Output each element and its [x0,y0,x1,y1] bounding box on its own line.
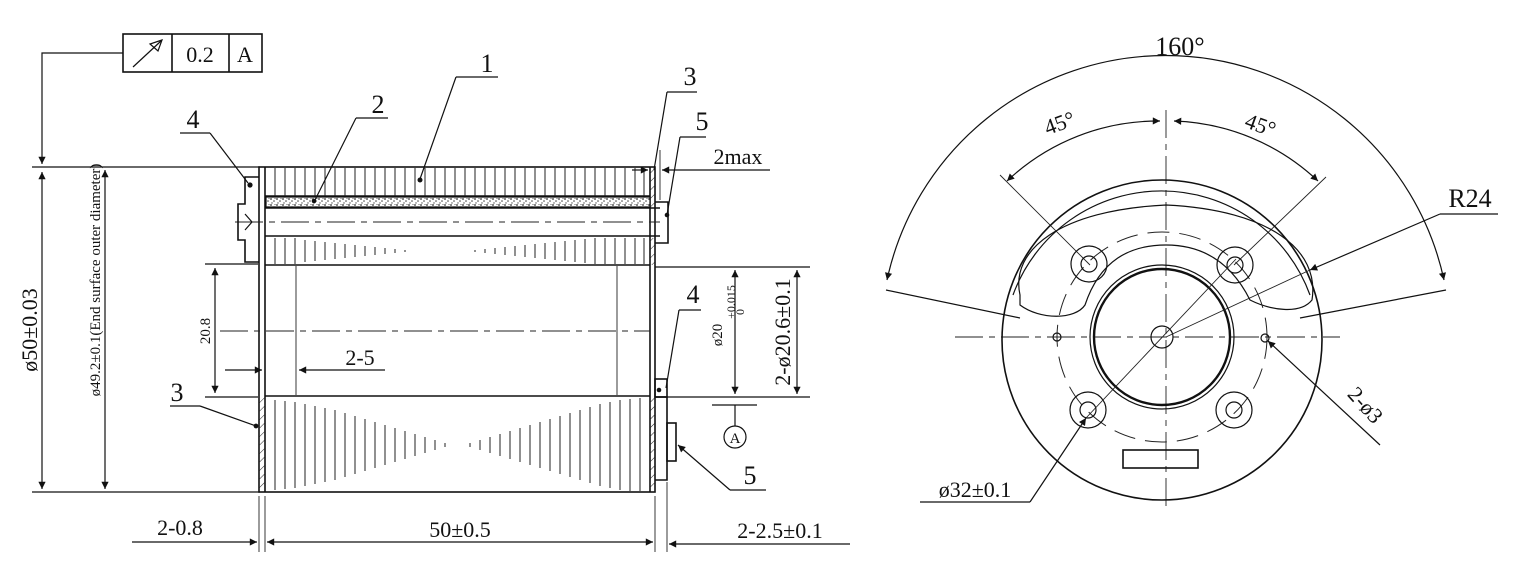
side-section-view: 0.2 A ø50±0.03 ø49.2±0.1(End surface out… [17,33,850,552]
part-label-5-bottom: 5 [744,461,757,490]
datum-a-symbol: A [712,404,757,449]
dim-end-surface-diameter: ø49.2±0.1 [88,336,104,397]
adhesive-layer [265,196,651,208]
part-label-4-top: 4 [187,105,200,134]
dim-left-angle: 45° [1041,106,1079,140]
svg-text:ø49.2±0.1(End surface outer di: ø49.2±0.1(End surface outer diameter) [88,164,104,397]
part-label-4-bottom: 4 [687,280,700,309]
dim-right-angle: 45° [1242,108,1280,142]
dim-bore-height: 20.8 [198,318,214,344]
bottom-dimensions: 2-0.8 50±0.5 2-2.5±0.1 [132,482,850,552]
part-label-1: 1 [481,49,494,78]
dim-outer-diameter: ø50±0.03 [17,288,42,372]
dim-sweep-angle: 160° [1155,32,1204,61]
part-label-3-top: 3 [684,62,697,91]
runout-tolerance-frame: 0.2 A [38,33,263,164]
dim-inset: 2-5 [345,345,374,370]
svg-text:ø20: ø20 [710,324,726,347]
dim-end-surface-note: (End surface outer diameter) [88,164,104,336]
dim-bore-diameter: ø20 [710,324,726,347]
dim-counterbore: 2-ø20.6±0.1 [770,278,795,385]
part-label-2: 2 [372,90,385,119]
dim-bore-tol-lower: 0 [733,309,747,315]
bolt-holes [1069,245,1254,429]
dim-bore-tol-upper: +0.015 [724,285,738,319]
tolerance-datum: A [237,42,253,67]
lower-fading-hatching [274,238,645,264]
lower-section [259,378,677,492]
part-leaders: 1 2 3 4 5 3 4 5 [170,49,766,491]
dim-left-flange: 2-0.8 [157,515,203,540]
dim-end-clearance: 2max [714,144,763,169]
dim-small-holes: 2-ø3 [1343,382,1389,429]
dim-radius: R24 [1448,184,1491,213]
tolerance-value: 0.2 [186,42,214,67]
part-label-5-top: 5 [696,107,709,136]
dim-right-flange: 2-2.5±0.1 [737,518,822,543]
runout-arrow-icon [132,39,163,68]
part-label-3-bottom: 3 [171,378,184,407]
end-view: 160° 45° 45° [885,32,1498,510]
datum-label: A [730,431,741,447]
upper-section [235,168,669,266]
upper-vertical-hatching [274,168,645,196]
dim-bolt-circle: ø32±0.1 [939,477,1012,502]
dim-length: 50±0.5 [429,517,491,542]
bore-section: 20.8 2-5 [198,263,650,398]
